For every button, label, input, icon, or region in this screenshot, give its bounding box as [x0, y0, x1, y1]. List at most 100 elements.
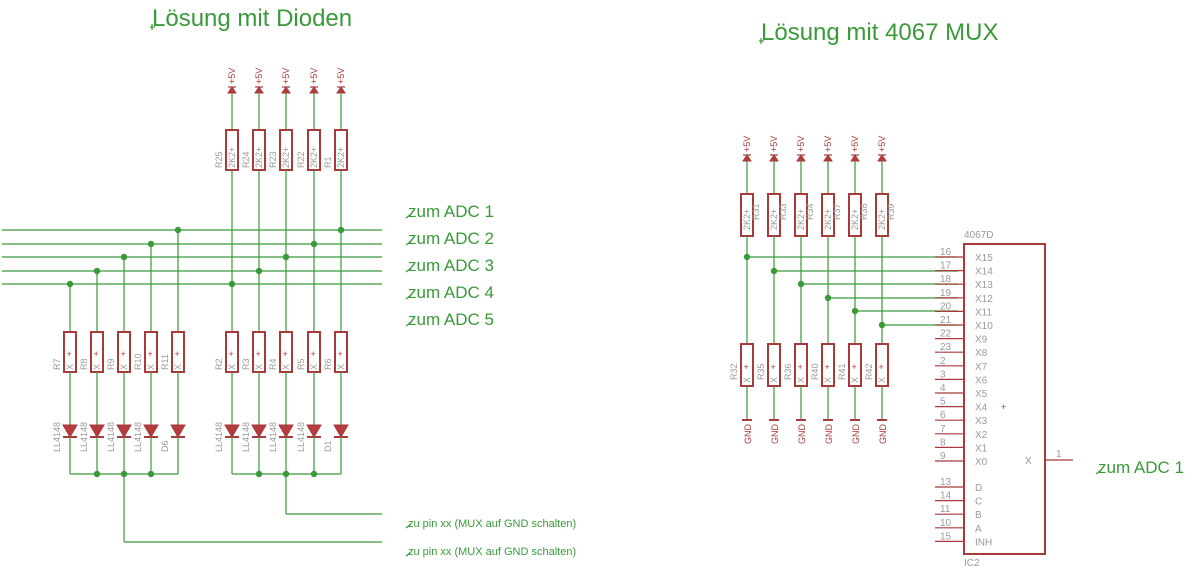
- title-diodes: Lösung mit Dioden: [152, 5, 352, 32]
- switch-x-mark: X: [823, 377, 833, 383]
- supply-label: +5V: [742, 136, 752, 152]
- ic-pin-name: X6: [975, 375, 988, 386]
- supply-label: +5V: [796, 136, 806, 152]
- switch-x-mark: X: [173, 364, 183, 370]
- junction-dot: [93, 267, 101, 275]
- text-origin-mark: [405, 267, 412, 273]
- resistor-designator: R2: [214, 358, 224, 370]
- junction-dot: [743, 253, 751, 261]
- ic-name-label: IC2: [964, 558, 980, 568]
- junction-dot: [147, 240, 155, 248]
- switch-plus-mark: +: [744, 362, 749, 372]
- ic-pin-name: X5: [975, 389, 988, 400]
- diode-icon: [306, 424, 322, 438]
- gnd-label: GND: [770, 424, 780, 445]
- resistor-designator: R36: [783, 363, 793, 380]
- ic-output-pin-number: 1: [1056, 449, 1062, 460]
- junction-dot: [824, 294, 832, 302]
- switch-x-mark: X: [769, 377, 779, 383]
- ic-pin-name: A: [975, 524, 982, 535]
- ic-origin-mark: +: [1001, 402, 1006, 412]
- ic-pin-name: D: [975, 483, 982, 494]
- diode-icon: [143, 424, 159, 438]
- supply-arrow-icon: [336, 86, 346, 94]
- supply-arrow-icon: [877, 154, 887, 162]
- switch-x-mark: X: [65, 364, 75, 370]
- text-origin-mark: [405, 240, 412, 246]
- text-origin-mark: [405, 551, 412, 557]
- supply-arrow-icon: [823, 154, 833, 162]
- adc-bus-label: zum ADC 4: [408, 283, 494, 302]
- supply-arrow-icon: [769, 154, 779, 162]
- resistor-designator: R37: [832, 203, 842, 220]
- resistor-designator: R32: [729, 363, 739, 380]
- switch-plus-mark: +: [229, 349, 234, 359]
- switch-plus-mark: +: [852, 362, 857, 372]
- switch-plus-mark: +: [311, 349, 316, 359]
- gnd-label: GND: [743, 424, 753, 445]
- switch-x-mark: X: [281, 364, 291, 370]
- ic-pin-name: X7: [975, 362, 988, 373]
- adc-bus-label: zum ADC 3: [408, 256, 494, 275]
- junction-dot: [282, 253, 290, 261]
- junction-dot: [770, 267, 778, 275]
- junction-dot: [120, 253, 128, 261]
- ic-pin-number: 6: [940, 410, 946, 421]
- switch-x-mark: X: [309, 364, 319, 370]
- ic-pin-name: C: [975, 497, 982, 508]
- title-mux-group: Lösung mit 4067 MUX: [759, 19, 998, 46]
- junction-dot: [93, 470, 101, 478]
- supply-arrow-icon: [742, 154, 752, 162]
- switch-x-mark: X: [796, 377, 806, 383]
- switch-x-mark: X: [146, 364, 156, 370]
- mux-solution-section: +5V2K2+R31R32+XGND+5V2K2+R33R35+XGND+5V2…: [729, 136, 1184, 568]
- switch-x-mark: X: [877, 377, 887, 383]
- supply-arrow-icon: [254, 86, 264, 94]
- resistor-designator: R39: [886, 203, 896, 220]
- resistor-value: 2K2+: [769, 209, 779, 230]
- ic-pin-name: X12: [975, 294, 993, 305]
- ic-pin-number: 18: [940, 274, 952, 285]
- ic-pin-name: X1: [975, 443, 988, 454]
- diode-label: D1: [323, 440, 333, 452]
- gnd-label: GND: [824, 424, 834, 445]
- mux-ic-body: [963, 243, 1046, 555]
- supply-arrow-icon: [281, 86, 291, 94]
- resistor-designator: R4: [268, 358, 278, 370]
- switch-plus-mark: +: [148, 349, 153, 359]
- resistor-value: 2K2+: [254, 147, 264, 168]
- ic-pin-name: X11: [975, 307, 992, 318]
- junction-dot: [174, 226, 182, 234]
- diode-icon: [251, 424, 267, 438]
- switch-x-mark: X: [92, 364, 102, 370]
- junction-dot: [337, 226, 345, 234]
- switch-plus-mark: +: [121, 349, 126, 359]
- switch-x-mark: X: [850, 377, 860, 383]
- ic-pin-number: 22: [940, 329, 952, 340]
- diode-icon: [62, 424, 78, 438]
- supply-arrow-icon: [796, 154, 806, 162]
- ic-pin-number: 5: [940, 397, 946, 408]
- diode-label: LL4148: [133, 422, 143, 452]
- resistor-designator: R7: [52, 358, 62, 370]
- ic-pin-name: B: [975, 510, 982, 521]
- resistor-value: 2K2+: [823, 209, 833, 230]
- junction-dot: [255, 267, 263, 275]
- switch-x-mark: X: [742, 377, 752, 383]
- supply-arrow-icon: [850, 154, 860, 162]
- switch-plus-mark: +: [67, 349, 72, 359]
- ic-pin-number: 19: [940, 288, 952, 299]
- supply-label: +5V: [254, 68, 264, 84]
- text-origin-mark: [405, 213, 412, 219]
- resistor-designator: R22: [296, 151, 306, 168]
- ic-pin-name: X0: [975, 457, 988, 468]
- text-origin-mark: [1095, 469, 1102, 475]
- diode-icon: [224, 424, 240, 438]
- ic-pin-number: 15: [940, 531, 952, 542]
- switch-plus-mark: +: [798, 362, 803, 372]
- ic-pin-number: 11: [940, 504, 951, 515]
- ic-pin-number: 16: [940, 247, 952, 258]
- resistor-designator: R9: [106, 358, 116, 370]
- resistor-value: 2K2+: [877, 209, 887, 230]
- ic-pin-name: X3: [975, 416, 988, 427]
